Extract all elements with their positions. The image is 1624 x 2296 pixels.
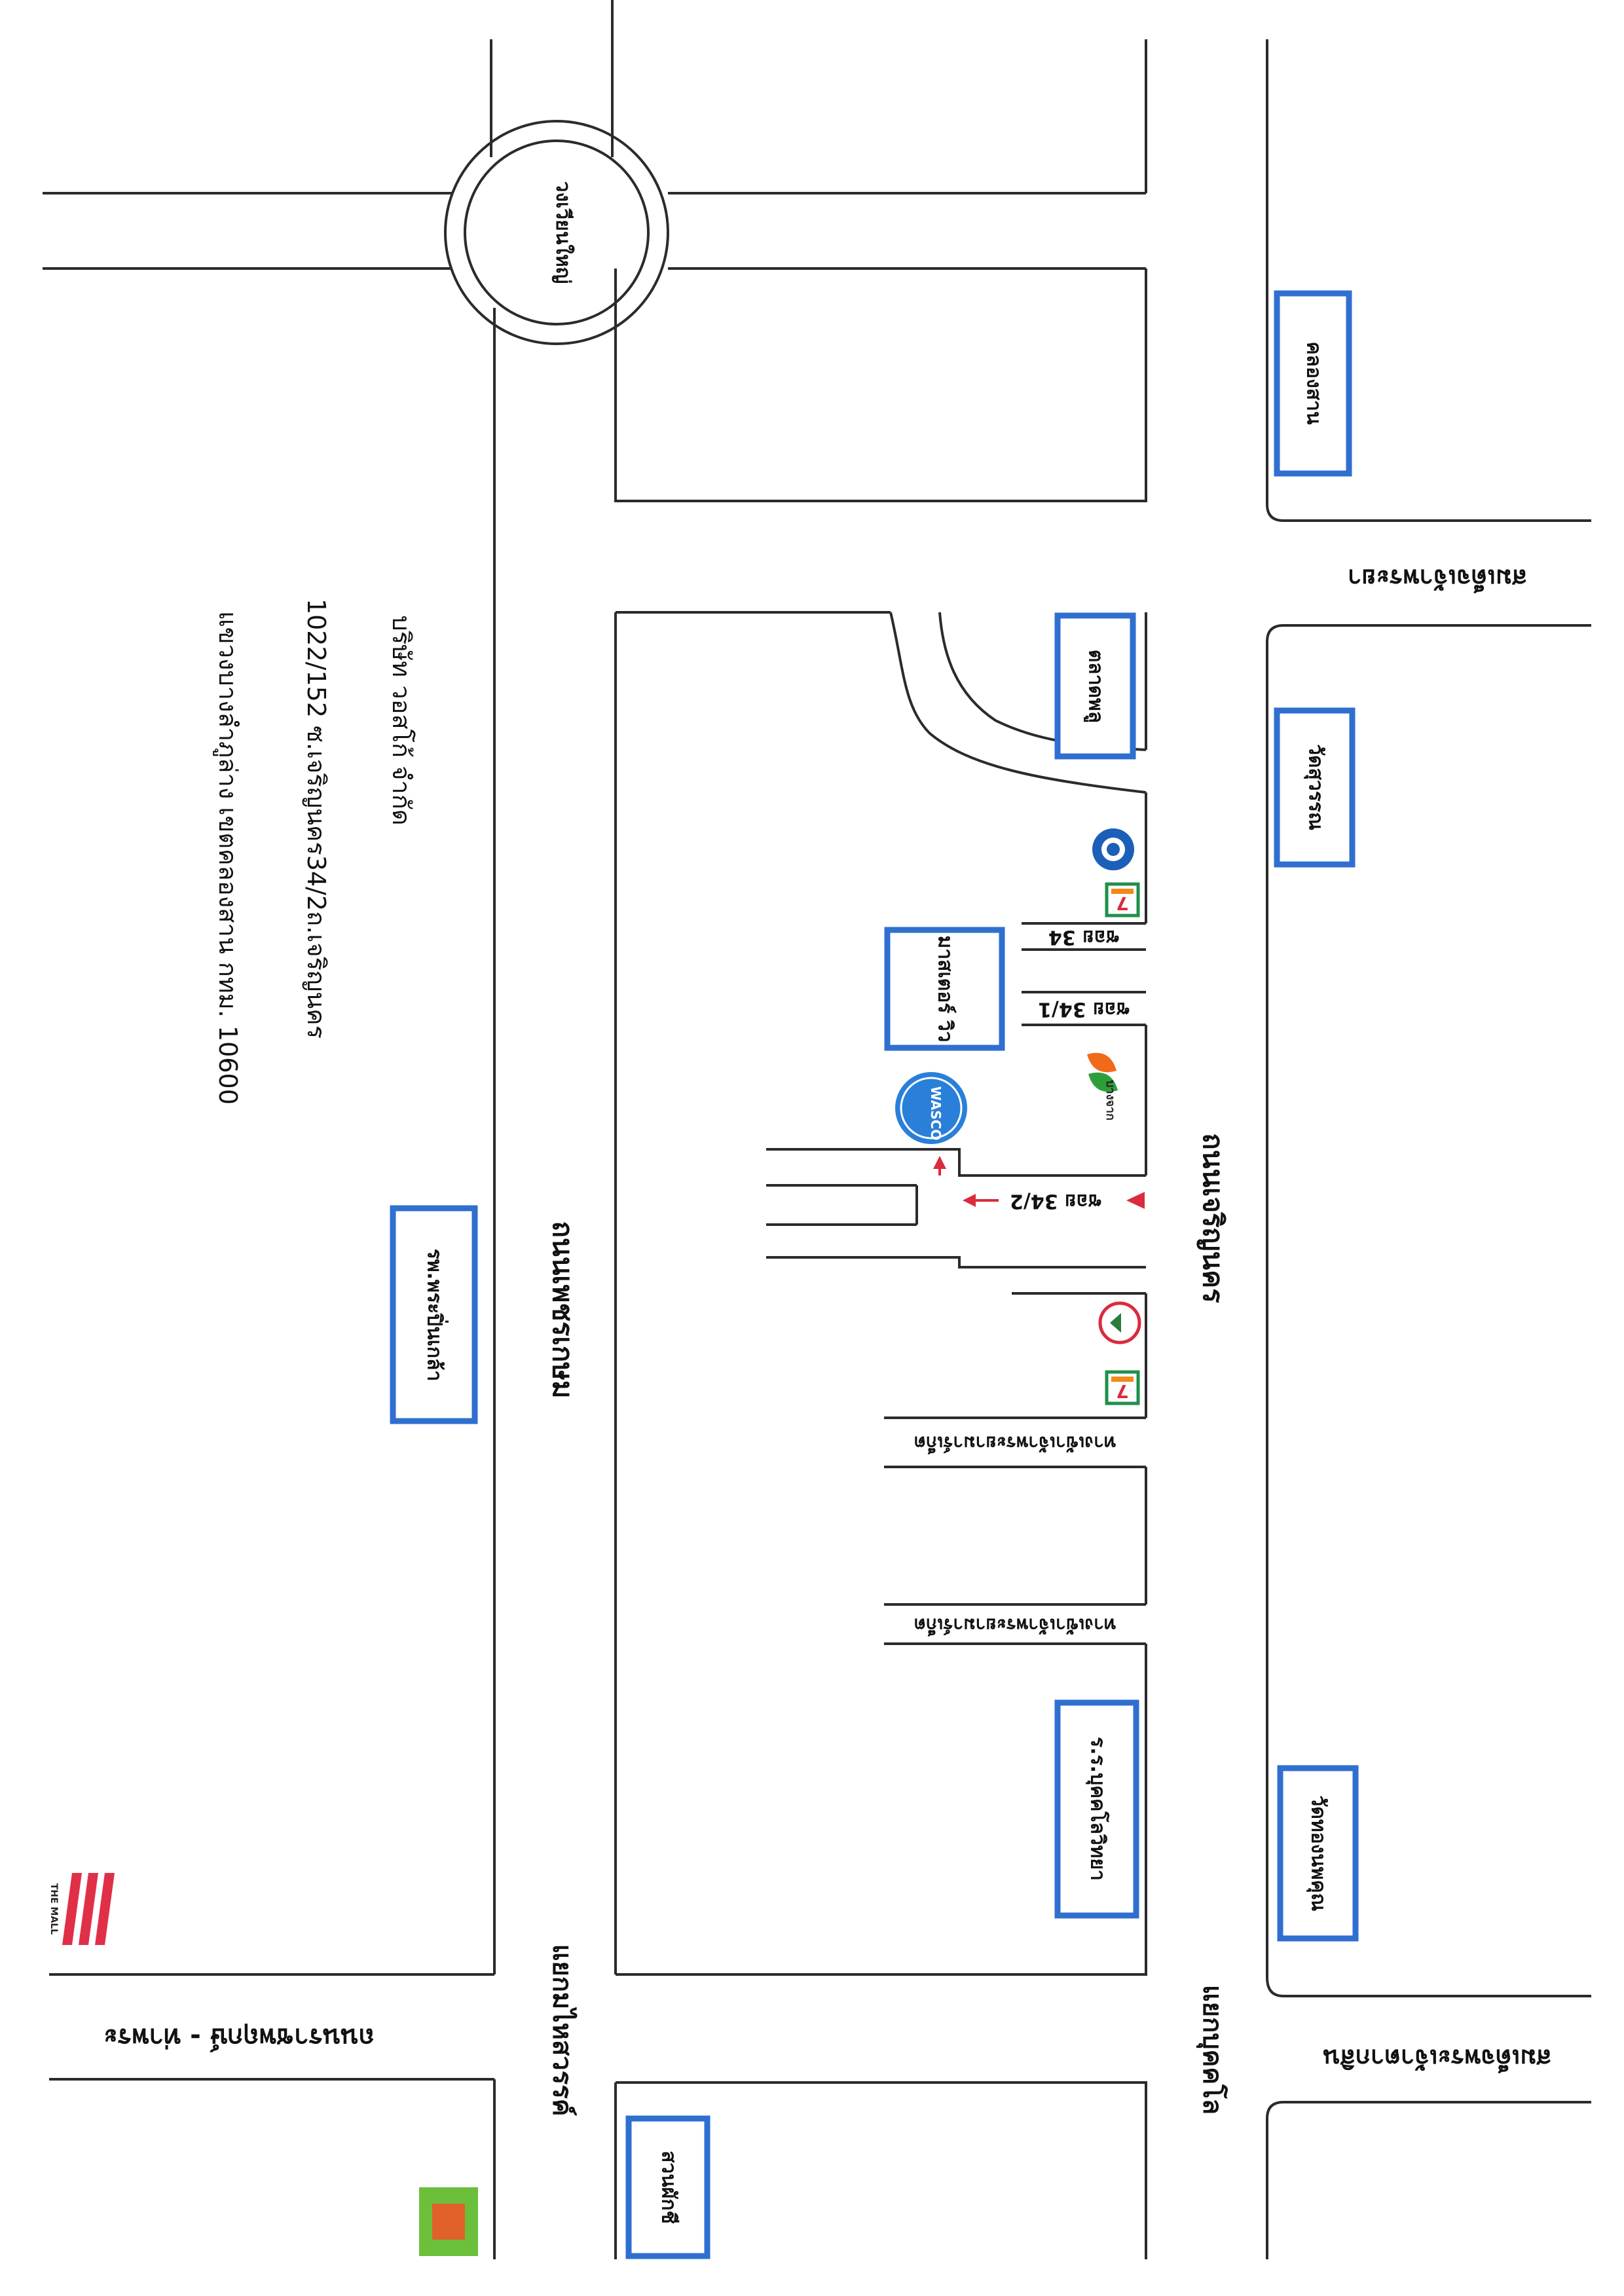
svg-text:WASCO: WASCO: [928, 1086, 944, 1141]
road-label-charoen-nakhon: ถนนเจริญนคร: [1196, 1133, 1229, 1303]
wasco-logo: WASCO: [895, 1072, 967, 1144]
bank-icon-krungthai: [1092, 828, 1134, 870]
road-label-yaek-mahaisawan: แยกมไหสวรรค์: [547, 1944, 578, 2117]
route-arrows: [933, 1156, 1145, 1209]
arrow-marker-left: [963, 1194, 976, 1207]
landmark-talat-phlu: ตลาดพลู: [1054, 612, 1136, 760]
road-label-phetkasem: ถนนเพชรเกษม: [547, 1221, 579, 1398]
landmark-somdet-hospital: รพ.พระปิ่นเกล้า: [390, 1205, 478, 1424]
svg-text:บางจาก: บางจาก: [1103, 1080, 1117, 1120]
soi-label-34-1: ซอย 34/1: [1038, 998, 1130, 1021]
soi-label-34: ซอย 34: [1048, 926, 1119, 949]
svg-text:วัดทองนพคุณ: วัดทองนพคุณ: [1306, 1796, 1330, 1912]
bangchak-logo: บางจาก: [1087, 1052, 1118, 1120]
address-line-3: แขวงบางลำภูล่าง เขตคลองสาน กทม. 10600: [213, 611, 242, 1105]
soi-label-market-1: ทางเข้าเจ้าพระยามาร์เก็ต: [914, 1432, 1116, 1454]
road-label-ratchaphruek: ถนนราชพฤกษ์ - ท่าพระ: [103, 2022, 375, 2052]
road-label-somdet-chaopraya: สมเด็จเจ้าพระยา: [1348, 564, 1527, 593]
landmark-wat-suwan: วัดสุวรรณ: [1274, 707, 1356, 868]
svg-text:THE MALL: THE MALL: [48, 1883, 59, 1935]
svg-text:รพ.พระปิ่นเกล้า: รพ.พระปิ่นเกล้า: [423, 1249, 449, 1382]
landmark-wat-thong-nopphakhun: วัดทองนพคุณ: [1277, 1765, 1359, 1942]
svg-text:สวนผักชี: สวนผักชี: [657, 2151, 680, 2224]
svg-text:มาสเตอร์ วิว: มาสเตอร์ วิว: [934, 936, 957, 1043]
road-label-yaek-buk-kalo: แยกบุคคโล: [1196, 1985, 1228, 2115]
svg-text:7: 7: [1116, 1380, 1128, 1402]
soi-label-34-2: ซอย 34/2: [1010, 1190, 1101, 1213]
arrow-marker-up: [933, 1156, 946, 1169]
soi-label-market-2: ทางเข้าเจ้าพระยามาร์เก็ต: [914, 1614, 1116, 1637]
the-mall-logo: THE MALL: [48, 1866, 124, 1952]
landmark-sarnchet: สวนผักชี: [625, 2115, 710, 2259]
landmark-buk-kalo-school: ร.ร.บุคคโลวิทยา: [1054, 1699, 1139, 1919]
seven-eleven-logo-2: 7: [1105, 1370, 1140, 1405]
svg-text:คลองสาน: คลองสาน: [1302, 342, 1325, 425]
road-network: [43, 0, 1591, 2259]
svg-text:ร.ร.บุคคโลวิทยา: ร.ร.บุคคโลวิทยา: [1086, 1737, 1111, 1881]
green-sign-icon: [419, 2187, 478, 2256]
landmark-khlong-san: คลองสาน: [1274, 290, 1352, 477]
svg-text:วัดสุวรรณ: วัดสุวรรณ: [1304, 744, 1327, 830]
svg-text:7: 7: [1116, 893, 1128, 914]
address-line-1: บริษัท วอสโก้ จำกัด: [387, 616, 416, 826]
road-label-wongwian-yai: วงเวียนใหญ่: [551, 181, 575, 284]
road-label-somdet-phra-chao-taksin: สมเด็จพระเจ้าตากสิน: [1323, 2044, 1552, 2073]
address-block: บริษัท วอสโก้ จำกัด 1022/152 ซ.เจริญนคร3…: [213, 599, 416, 1105]
arrow-marker-right: [1126, 1192, 1145, 1209]
svg-text:ตลาดพลู: ตลาดพลู: [1084, 650, 1107, 723]
address-line-2: 1022/152 ซ.เจริญนคร34/2ถ.เจริญนคร: [302, 599, 331, 1039]
landmark-master-view: มาสเตอร์ วิว: [884, 927, 1005, 1051]
seven-eleven-logo-1: 7: [1105, 882, 1140, 917]
bank-icon-kasikorn: [1098, 1301, 1141, 1344]
